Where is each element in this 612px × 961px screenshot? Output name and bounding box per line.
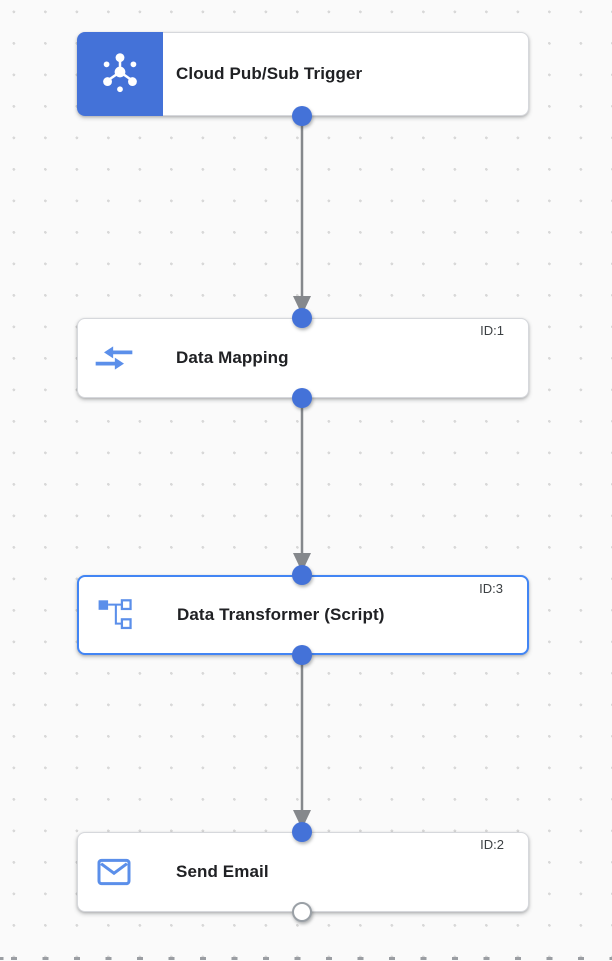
- trigger-icon-block: [77, 32, 163, 116]
- node-title: Data Mapping: [176, 348, 289, 367]
- edge-trigger-to-datamapping[interactable]: [293, 116, 311, 315]
- data-mapping-icon: [93, 319, 135, 397]
- edge-datamapping-to-transformer[interactable]: [293, 398, 311, 572]
- node-id-badge: ID:3: [479, 581, 503, 596]
- input-port-data-mapping[interactable]: [292, 308, 312, 328]
- node-data-mapping[interactable]: Data Mapping ID:1: [77, 318, 529, 398]
- edge-transformer-to-sendemail[interactable]: [293, 655, 311, 829]
- node-data-transformer[interactable]: Data Transformer (Script) ID:3: [77, 575, 529, 655]
- node-title: Send Email: [176, 862, 269, 881]
- open-output-port-send-email[interactable]: [292, 902, 312, 922]
- input-port-send-email[interactable]: [292, 822, 312, 842]
- node-title: Data Transformer (Script): [177, 605, 385, 624]
- output-port-data-mapping[interactable]: [292, 388, 312, 408]
- node-cloud-pubsub-trigger[interactable]: Cloud Pub/Sub Trigger: [77, 32, 529, 116]
- grid-edge-dashes: [0, 957, 612, 960]
- input-port-data-transformer[interactable]: [292, 565, 312, 585]
- node-id-badge: ID:1: [480, 323, 504, 338]
- data-transformer-icon: [94, 577, 136, 653]
- node-send-email[interactable]: Send Email ID:2: [77, 832, 529, 912]
- output-port-trigger[interactable]: [292, 106, 312, 126]
- pubsub-trigger-icon: [97, 49, 143, 100]
- node-id-badge: ID:2: [480, 837, 504, 852]
- node-title: Cloud Pub/Sub Trigger: [176, 64, 363, 83]
- send-email-icon: [93, 833, 135, 911]
- output-port-data-transformer[interactable]: [292, 645, 312, 665]
